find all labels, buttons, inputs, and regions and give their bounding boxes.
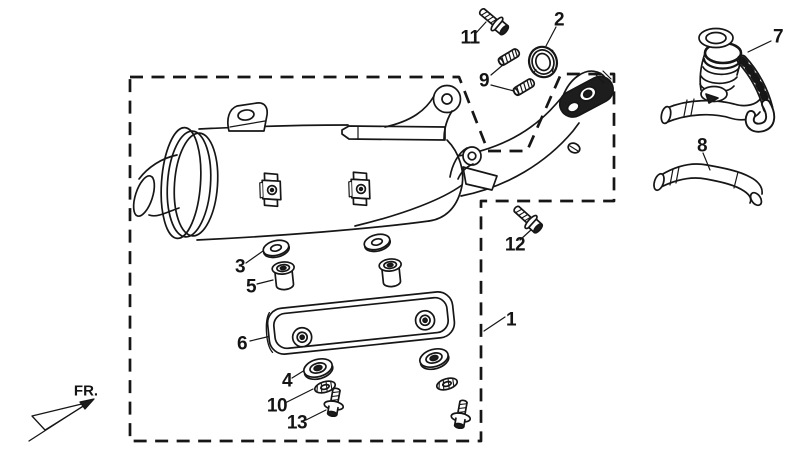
drain-hose (653, 163, 763, 207)
hex-bolt (448, 397, 475, 431)
muffler-tailpipe (132, 154, 180, 217)
callout-part-3: 3 (234, 256, 246, 278)
dome-washer (416, 344, 452, 374)
rubber-collar (270, 260, 298, 292)
callout-part-13: 13 (286, 412, 308, 434)
mount-bolt (508, 200, 547, 237)
muffler-stay-bar (341, 125, 446, 141)
callout-part-4: 4 (281, 370, 293, 392)
callout-part-8: 8 (696, 135, 708, 157)
front-direction-arrow (28, 398, 95, 442)
lower-hanger-bracket (449, 146, 482, 180)
exhaust-stud (511, 76, 537, 98)
exhaust-stud (496, 46, 522, 68)
dome-washer (300, 354, 336, 384)
leader-lines (245, 21, 772, 421)
front-direction-label: FR. (73, 382, 99, 400)
dashed-boundary-box (128, 72, 616, 443)
callout-part-6: 6 (236, 333, 248, 355)
callout-part-11: 11 (460, 27, 480, 49)
muffler-protector-plate (265, 291, 456, 355)
callout-part-1: 1 (505, 309, 517, 331)
spring-washer (434, 375, 460, 393)
top-tab-bracket (227, 102, 269, 132)
callout-part-7: 7 (772, 26, 784, 48)
flange-bolt (474, 3, 513, 39)
mount-washer (361, 230, 393, 255)
callout-part-9: 9 (478, 70, 490, 92)
callout-part-5: 5 (245, 276, 257, 298)
callout-part-12: 12 (504, 234, 526, 256)
hanger-bracket (384, 84, 462, 140)
pipe-flange (558, 70, 614, 118)
callout-part-10: 10 (266, 395, 288, 417)
rubber-collar (377, 257, 405, 289)
air-injection-valve (660, 27, 776, 133)
muffler-assembly (132, 84, 498, 241)
exhaust-gasket (527, 45, 559, 79)
callout-part-2: 2 (553, 9, 565, 31)
mount-washer (260, 236, 292, 261)
